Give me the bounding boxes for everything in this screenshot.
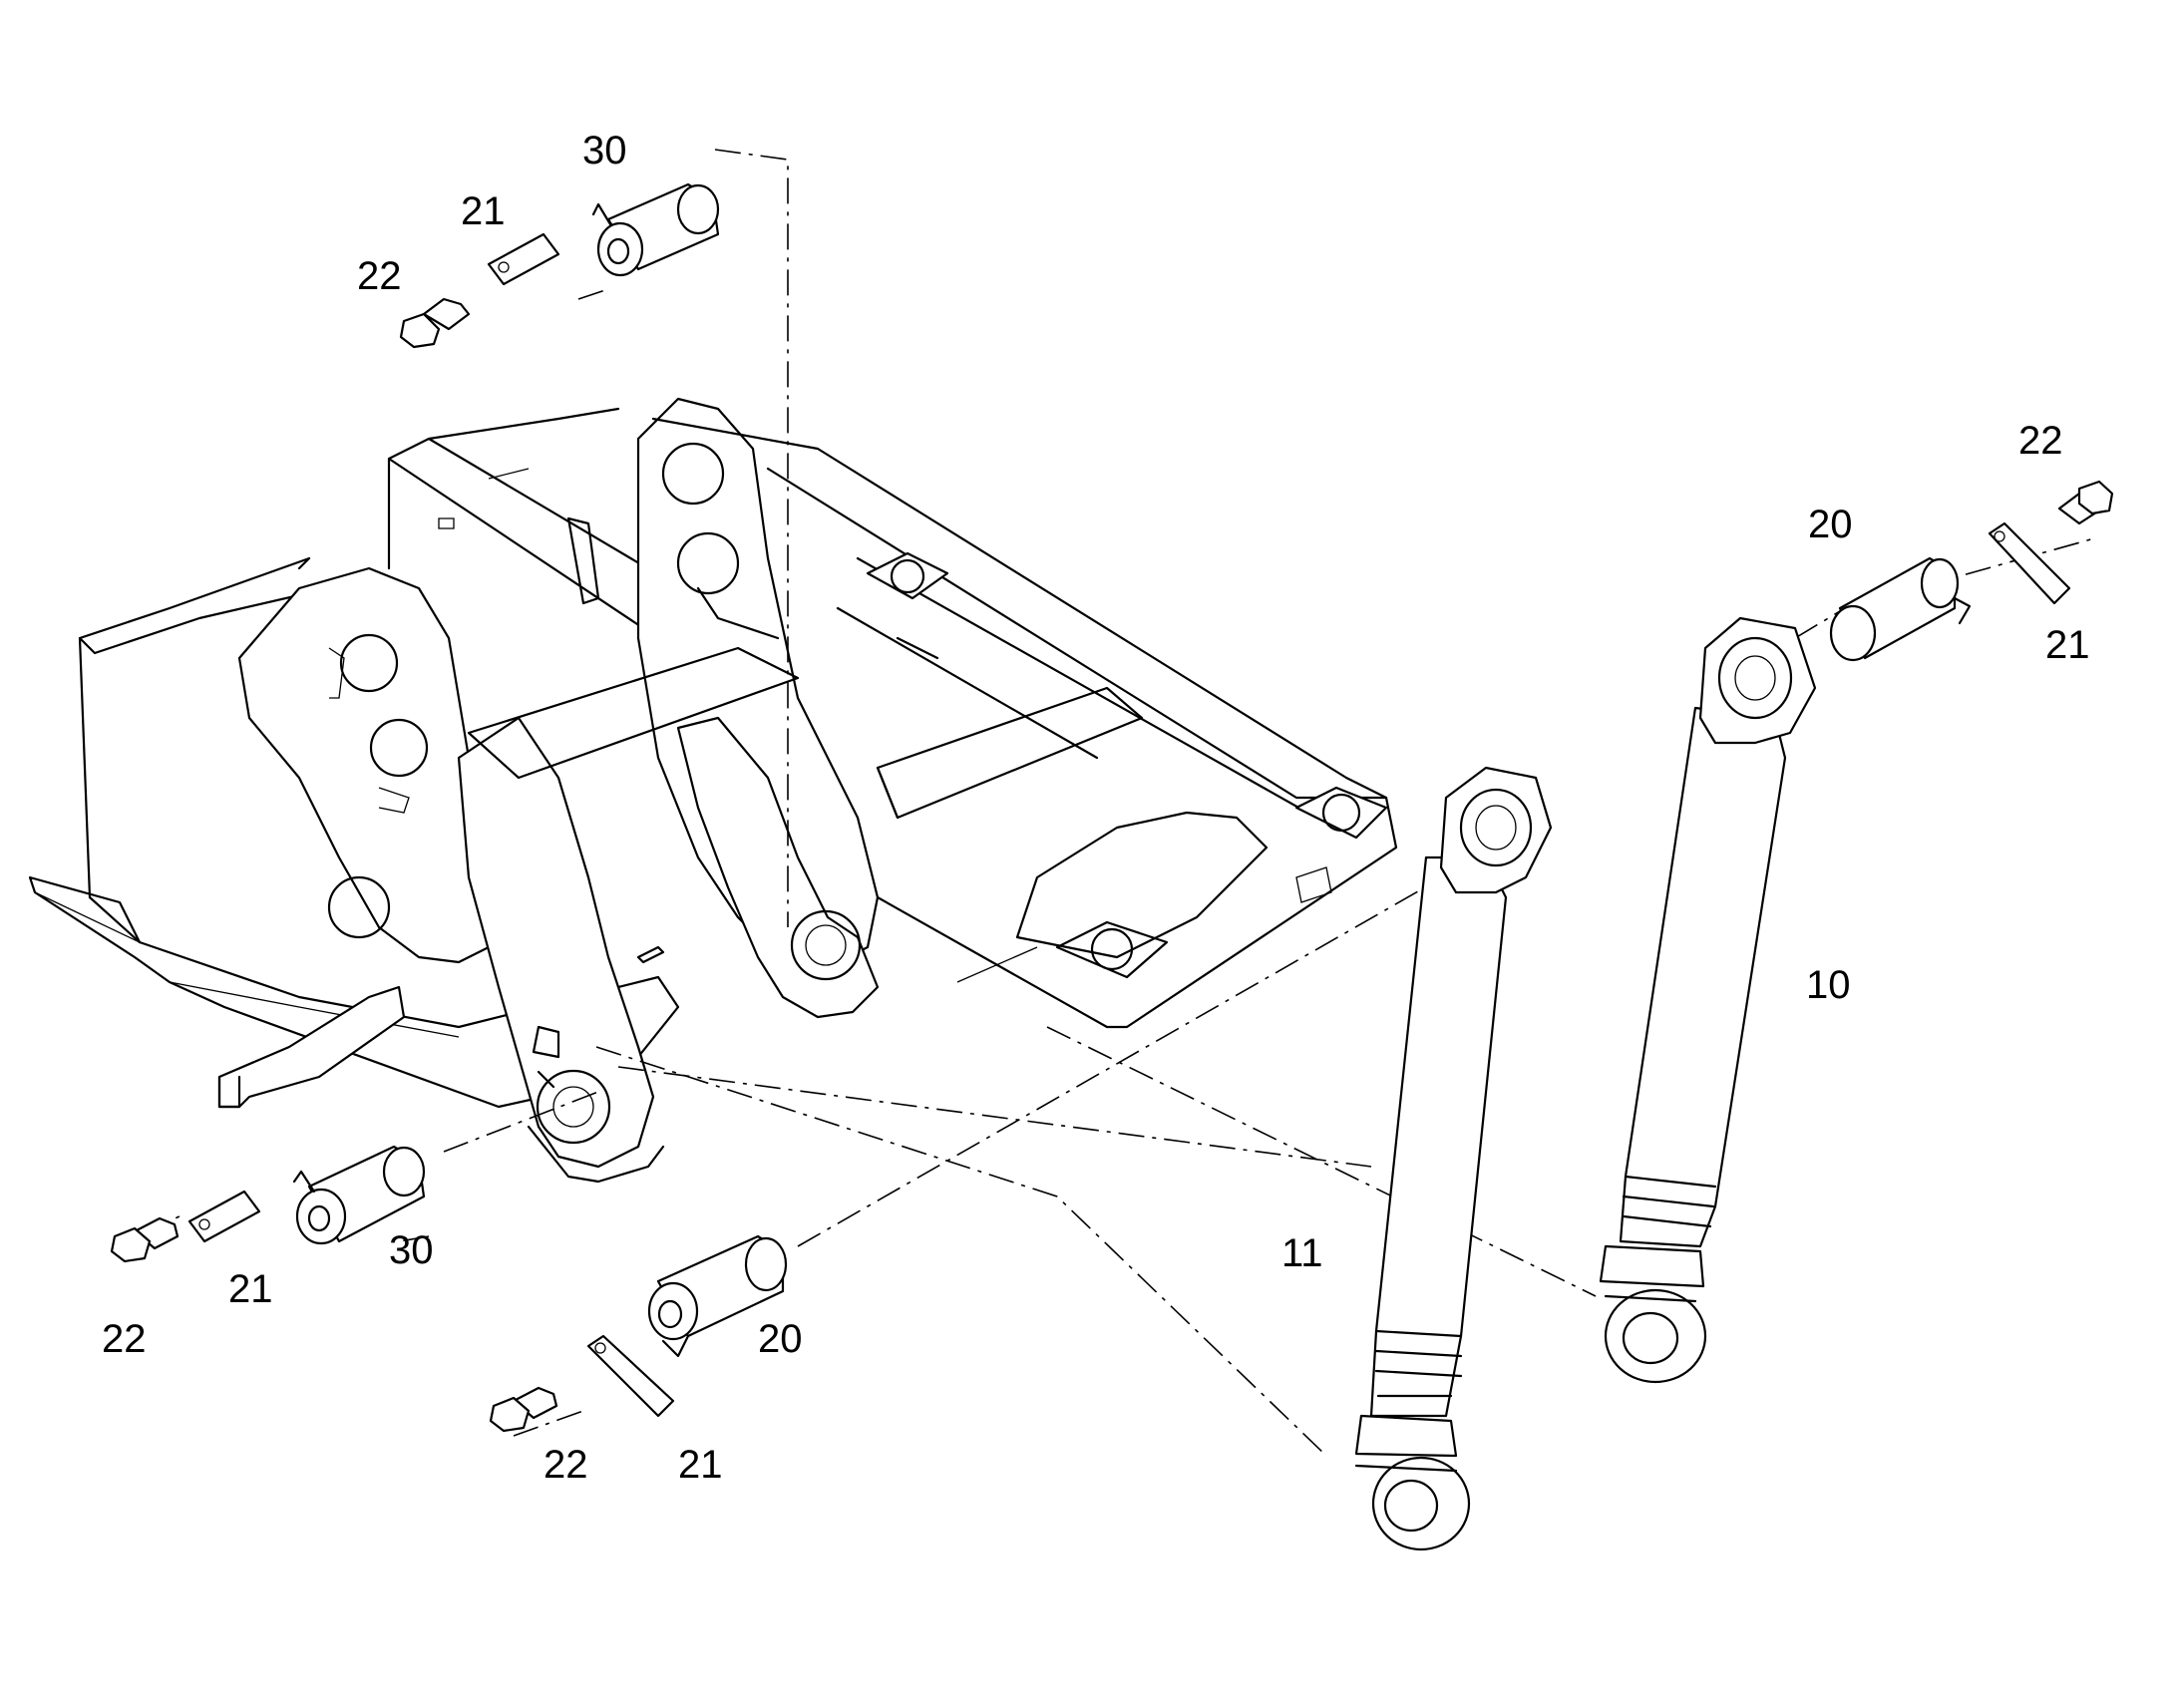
callout-30-bottom: 30 xyxy=(389,1228,434,1272)
callout-22-right: 22 xyxy=(2018,419,2063,463)
lock-plate-21-right xyxy=(1988,521,2071,605)
callout-21-bottom-left: 21 xyxy=(228,1267,273,1311)
lock-plate-21-bottom-left xyxy=(187,1190,261,1243)
pin-20-right xyxy=(1829,556,1972,662)
hydraulic-cylinder-10 xyxy=(1599,616,1817,1384)
callout-22-bottom-left: 22 xyxy=(102,1317,147,1361)
lock-plate-21-top xyxy=(487,232,560,286)
callout-21-top: 21 xyxy=(461,189,506,233)
pin-30-bottom xyxy=(292,1145,426,1245)
callout-21-bottom: 21 xyxy=(678,1443,723,1487)
callout-22-top: 22 xyxy=(357,254,402,298)
pin-30-top xyxy=(591,182,720,277)
bolt-22-top xyxy=(399,297,471,349)
callout-20-right: 20 xyxy=(1808,503,1853,546)
callout-11: 11 xyxy=(1281,1231,1323,1275)
callout-10: 10 xyxy=(1806,963,1851,1007)
callout-30-top: 30 xyxy=(582,129,627,172)
callout-20-bottom: 20 xyxy=(758,1317,803,1361)
callout-21-right: 21 xyxy=(2045,623,2090,667)
loader-frame xyxy=(28,397,1398,1184)
assembly-centerlines xyxy=(144,149,2095,1457)
hydraulic-cylinder-11 xyxy=(1354,766,1553,1551)
callout-22-bottom: 22 xyxy=(544,1443,588,1487)
pin-20-bottom xyxy=(647,1234,788,1358)
bolt-22-bottom xyxy=(489,1386,558,1433)
bolt-22-right xyxy=(2057,480,2114,525)
lock-plate-21-bottom xyxy=(586,1334,675,1418)
bolt-22-bottom-left xyxy=(110,1216,180,1263)
